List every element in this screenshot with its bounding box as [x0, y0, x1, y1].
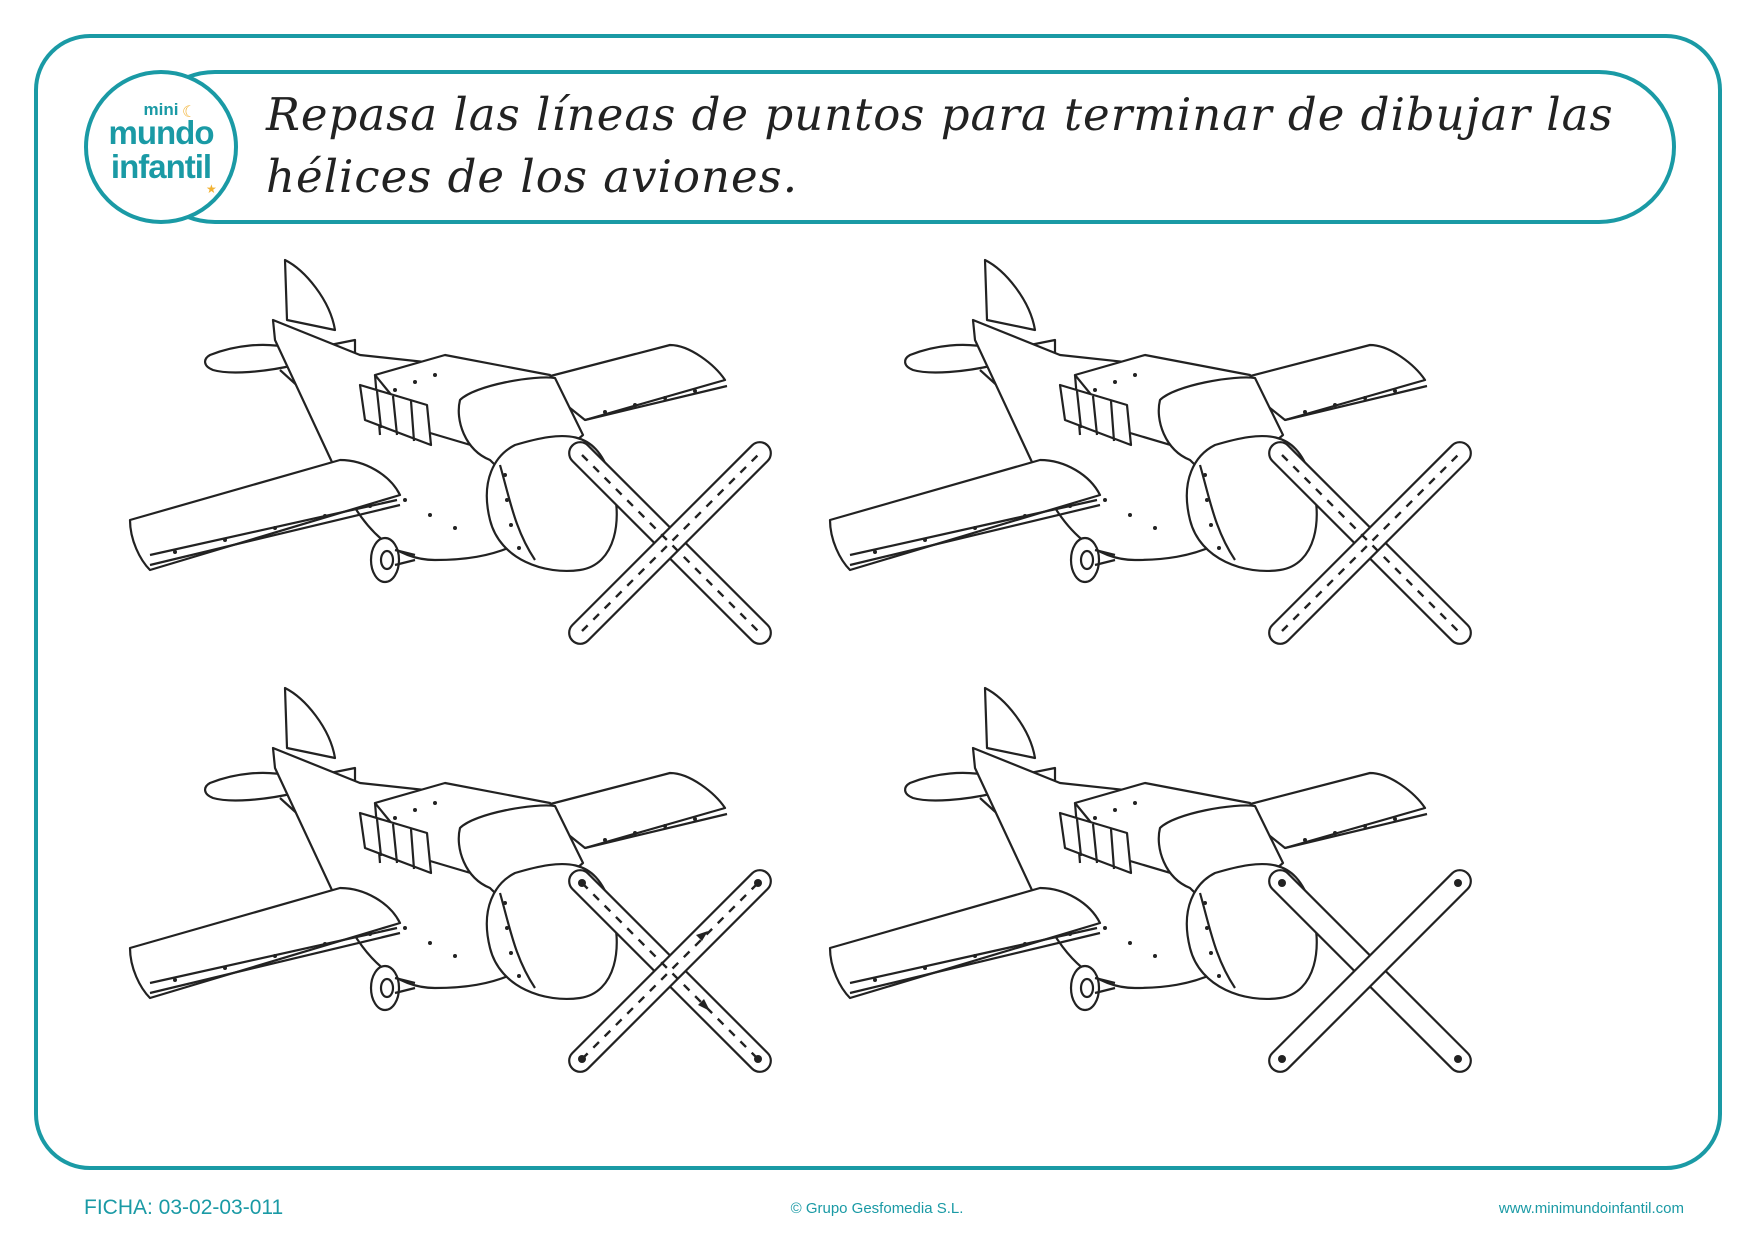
instructions-text: Repasa las líneas de puntos para termina…	[266, 88, 1614, 203]
airplane-4	[828, 686, 1477, 1078]
moon-icon: ☾	[182, 102, 197, 121]
airplane-2	[828, 258, 1477, 650]
propeller-3[interactable]	[563, 864, 777, 1078]
airplane-3	[128, 686, 777, 1078]
propeller-4[interactable]	[1263, 864, 1477, 1078]
arrow-icon	[698, 999, 710, 1011]
logo: mini ☾ mundo infantil ★	[84, 70, 238, 224]
worksheet-code: FICHA: 03-02-03-011	[84, 1196, 284, 1219]
copyright-text: © Grupo Gesfomedia S.L.	[790, 1200, 964, 1217]
airplane-1	[128, 258, 777, 650]
sheet-frame	[34, 34, 1722, 1170]
star-icon: ★	[206, 182, 217, 196]
logo-text-infantil: infantil	[110, 148, 212, 185]
website-link[interactable]: www.minimundoinfantil.com	[1498, 1200, 1684, 1217]
arrow-icon	[696, 931, 708, 941]
logo-text-mundo: mundo	[108, 114, 215, 151]
logo-text-mini: mini	[143, 100, 179, 119]
